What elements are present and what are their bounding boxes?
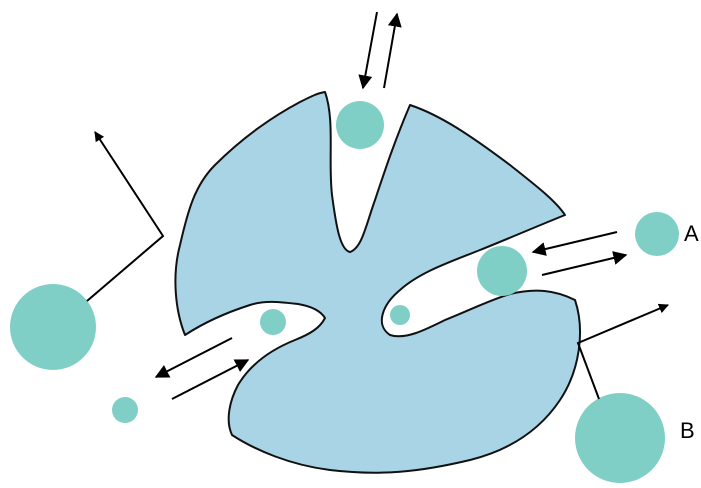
molecule-top-pore [336, 101, 384, 149]
label-a: A [684, 221, 699, 246]
arrow-excluded-b [578, 305, 668, 399]
arrow-left-in [156, 338, 232, 377]
arrow-excluded-left [87, 132, 163, 301]
molecule-right-pore [477, 246, 527, 296]
molecule-a [635, 212, 679, 256]
molecule-large-left [10, 284, 96, 370]
arrow-top-out [384, 14, 397, 88]
molecule-left-pore [260, 309, 286, 335]
molecule-b [575, 393, 665, 483]
arrow-right-out [542, 255, 626, 275]
molecule-small-left [112, 397, 138, 423]
molecule-right-pore-inner [390, 305, 410, 325]
arrow-top-in [363, 12, 377, 88]
arrow-right-in [533, 232, 617, 252]
label-b: B [680, 418, 695, 443]
